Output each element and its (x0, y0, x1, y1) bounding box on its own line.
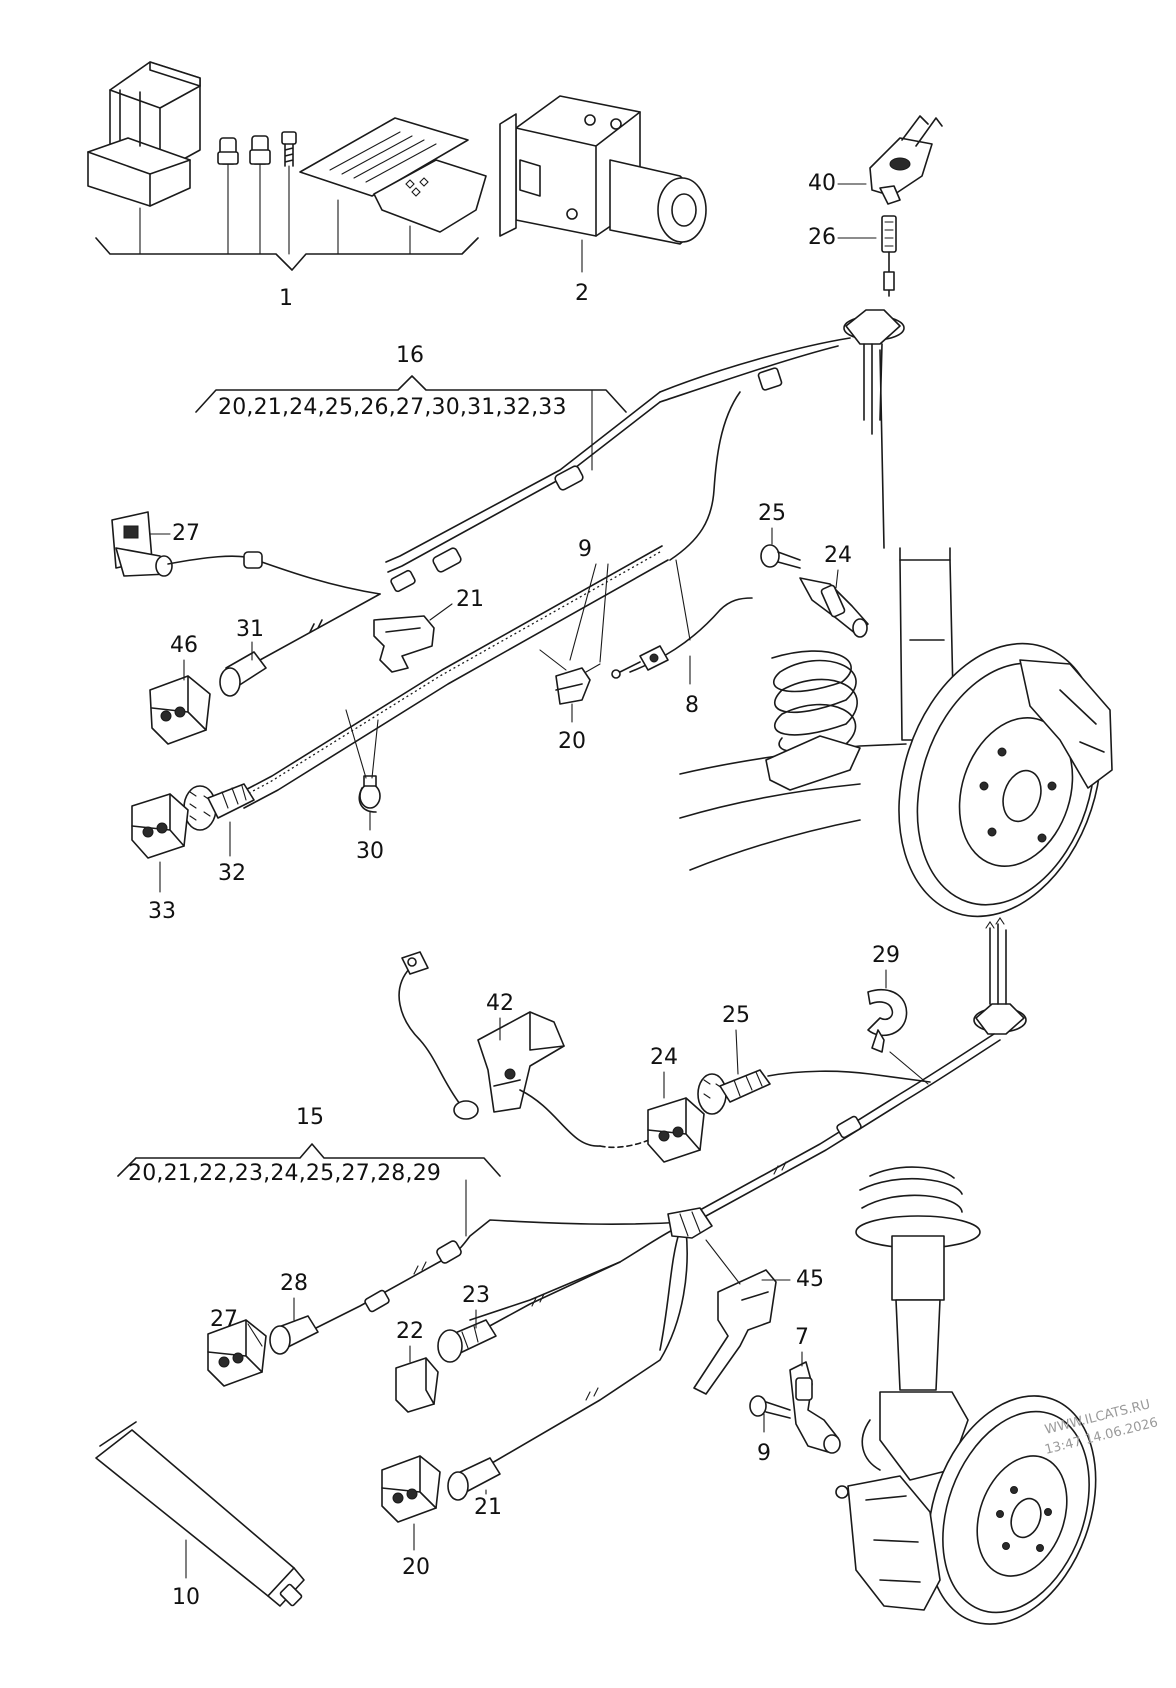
sensor-plug-21-upper[interactable] (219, 651, 267, 697)
callout-24-front: 24 (650, 1045, 678, 1070)
callout-2: 2 (575, 281, 589, 306)
socket-24-front[interactable] (647, 1097, 705, 1163)
callout-30: 8 (685, 693, 699, 718)
callout-20-upper: 46 (170, 633, 198, 658)
callout-27-upper: 27 (172, 521, 200, 546)
socket-27-lower[interactable] (207, 1319, 267, 1387)
group-16-parts: 20,21,24,25,26,27,30,31,32,33 (218, 395, 567, 420)
socket-20-lower[interactable] (381, 1455, 441, 1523)
speed-sensor-8[interactable] (799, 577, 869, 638)
clip-29[interactable] (867, 988, 908, 1053)
rear-suspension-assembly (679, 547, 1113, 918)
callout-9-upper: 25 (758, 501, 786, 526)
callout-1: 1 (279, 286, 293, 311)
terminal-26[interactable] (881, 215, 897, 253)
callout-28: 28 (280, 1271, 308, 1296)
callout-46: 21 (456, 587, 484, 612)
callout-24-upper: 33 (148, 899, 176, 924)
bracket-46[interactable] (373, 615, 435, 673)
callout-40: 40 (808, 171, 836, 196)
callout-29: 29 (872, 943, 900, 968)
clip-32[interactable] (555, 667, 591, 705)
abs-hydraulic-unit[interactable] (499, 95, 707, 245)
grommet-plug-25-upper[interactable] (183, 783, 255, 831)
callout-16: 16 (396, 343, 424, 368)
connector-27-upper[interactable] (111, 511, 173, 577)
cable-tie-33[interactable] (358, 775, 381, 813)
callout-8: 24 (824, 543, 852, 568)
socket-24-upper[interactable] (131, 793, 189, 859)
callout-25-upper: 32 (218, 861, 246, 886)
abs-control-unit-kit[interactable] (87, 61, 487, 271)
callout-21-upper: 31 (236, 617, 264, 642)
callout-15: 15 (296, 1105, 324, 1130)
group-15-parts: 20,21,22,23,24,25,27,28,29 (128, 1161, 441, 1186)
grommet-plug-25-front[interactable] (697, 1069, 771, 1115)
callout-21-lower: 21 (474, 1495, 502, 1520)
callout-26: 26 (808, 225, 836, 250)
callout-20-lower: 20 (402, 1555, 430, 1580)
callout-9-lower: 9 (757, 1441, 771, 1466)
callout-22: 22 (396, 1319, 424, 1344)
plug-21-lower[interactable] (447, 1457, 501, 1501)
wear-sensor-30[interactable] (611, 597, 753, 679)
grommet-rear (843, 309, 905, 549)
grease-tube-10[interactable] (95, 1421, 305, 1607)
socket-20-upper[interactable] (149, 675, 211, 745)
callout-25-front: 25 (722, 1003, 750, 1028)
callout-31: 9 (578, 537, 592, 562)
callout-23: 23 (462, 1283, 490, 1308)
connector-housing-40[interactable] (869, 115, 943, 205)
callout-7: 7 (795, 1325, 809, 1350)
front-strut-assembly (835, 1166, 1097, 1625)
callout-33: 30 (356, 839, 384, 864)
callout-45: 45 (796, 1267, 824, 1292)
callout-27-lower: 27 (210, 1307, 238, 1332)
cap-22[interactable] (395, 1357, 439, 1413)
bolt-9-upper[interactable] (760, 544, 801, 569)
grommet-front (973, 917, 1027, 1035)
callout-32: 20 (558, 729, 586, 754)
bolt-9-lower[interactable] (749, 1395, 791, 1419)
bracket-45[interactable] (693, 1269, 777, 1395)
plug-23[interactable] (437, 1319, 497, 1363)
callout-42: 42 (486, 991, 514, 1016)
callout-10: 10 (172, 1585, 200, 1610)
holder-42[interactable] (398, 951, 601, 1147)
plug-28[interactable] (269, 1315, 319, 1355)
speed-sensor-7[interactable] (789, 1361, 841, 1454)
